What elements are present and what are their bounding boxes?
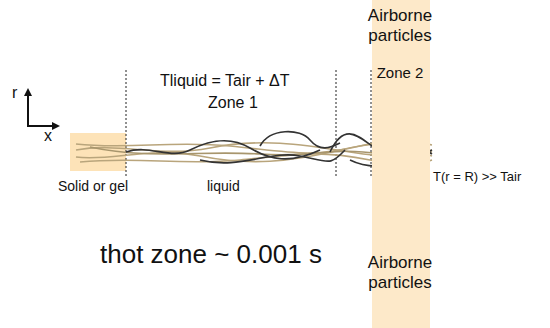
band-text: Airborne particles xyxy=(343,6,457,45)
temperature-note: T(r = R) >> Tair xyxy=(433,170,521,185)
band-text: Zone 2 xyxy=(343,64,457,81)
axis-label: x xyxy=(44,127,52,145)
axis-label: r xyxy=(12,84,17,102)
zone-divider xyxy=(336,70,337,178)
heat-arrow xyxy=(398,102,402,120)
phase-label: Solid or gel xyxy=(58,178,128,194)
x-axis xyxy=(27,125,58,127)
zone-divider xyxy=(126,70,127,178)
r-axis xyxy=(27,90,29,126)
heat-arrow xyxy=(398,190,402,210)
phase-label: liquid xyxy=(207,178,240,194)
hot-zone-band: Airborne particlesZone 2Airborne particl… xyxy=(343,0,457,328)
zone-label: Zone 1 xyxy=(208,94,258,112)
temperature-note: Tliquid = Tair + ΔT xyxy=(160,72,290,90)
band-text: Airborne particles xyxy=(343,253,457,292)
time-note: thot zone ~ 0.001 s xyxy=(100,240,322,270)
heat-arrow xyxy=(398,120,402,190)
